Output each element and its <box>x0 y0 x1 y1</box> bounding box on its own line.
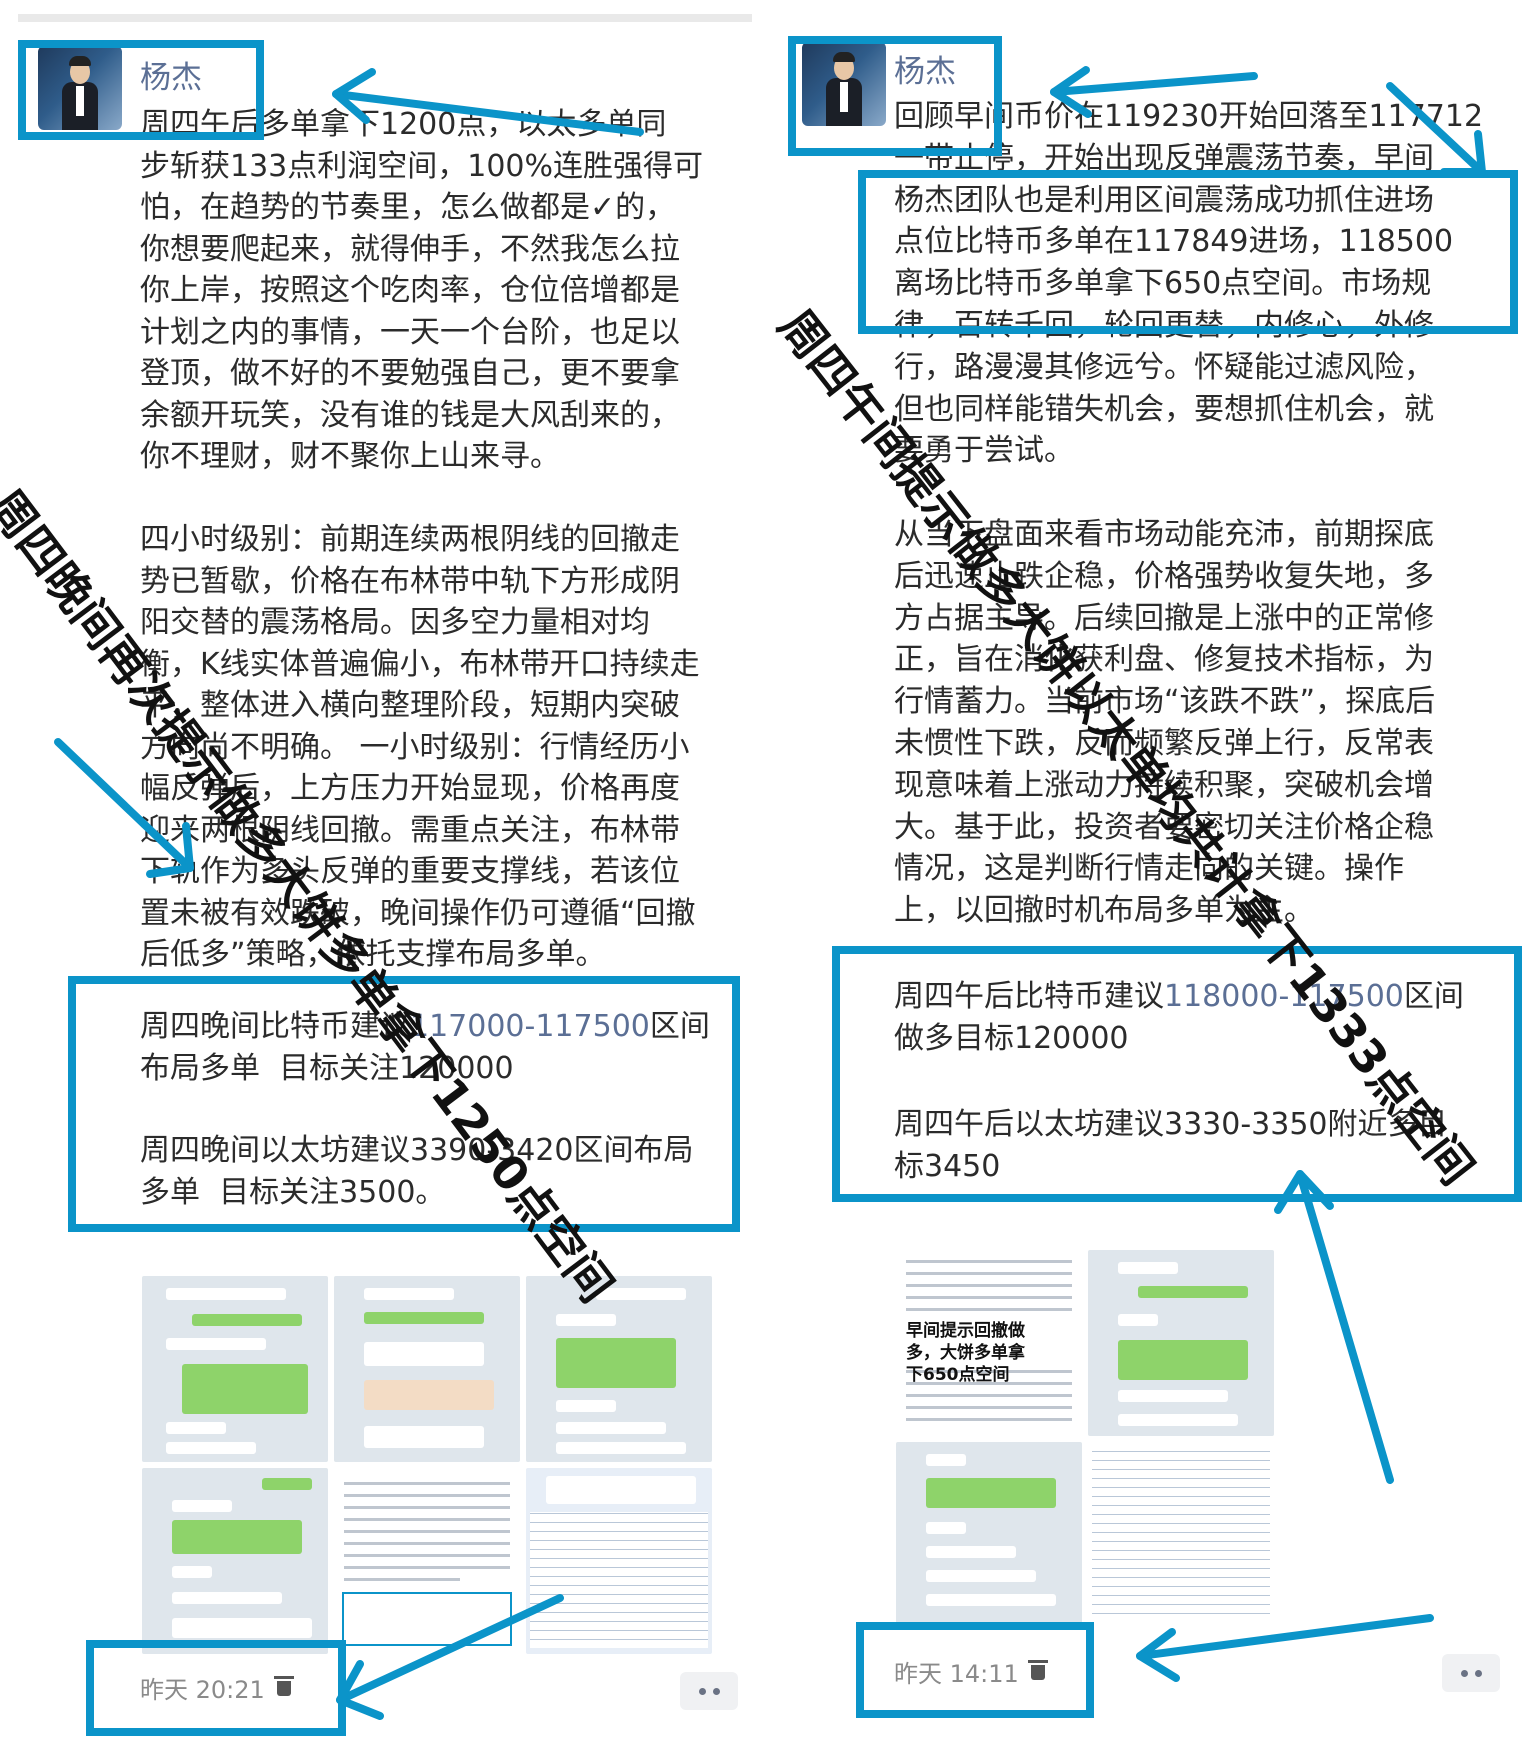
chat-screenshot[interactable] <box>896 1442 1082 1628</box>
highlight-user-box <box>18 40 264 140</box>
more-button[interactable] <box>1442 1654 1500 1692</box>
advice-btc: 周四晚间比特币建议117000-117500区间 布局多单 目标关注120000 <box>140 1006 720 1090</box>
trash-icon[interactable] <box>1028 1660 1048 1680</box>
right-post: 杨杰 回顾早间币价在119230开始回落至117712 一带止停，开始出现反弹震… <box>768 0 1540 1750</box>
highlight-timestamp-box <box>86 1640 346 1736</box>
left-post: 杨杰 周四午后多单拿下1200点，以太多单同 步斩获133点利润空间，100%连… <box>0 14 752 1736</box>
more-dots-icon <box>1461 1670 1468 1677</box>
advice-btc: 周四午后比特币建议118000-117500区间 做多目标120000 <box>894 976 1494 1060</box>
advice-eth: 周四晚间以太坊建议3390-3420区间布局 多单 目标关注3500。 <box>140 1133 694 1210</box>
avatar[interactable] <box>38 46 122 130</box>
timestamp: 昨天 20:21 <box>140 1676 265 1704</box>
advice-btc-range[interactable]: 117000-117500 <box>410 1009 650 1044</box>
analysis-screenshot[interactable] <box>334 1468 520 1654</box>
chat-screenshot[interactable] <box>1088 1250 1274 1436</box>
timestamp: 昨天 14:11 <box>894 1660 1019 1688</box>
user-name[interactable]: 杨杰 <box>140 60 202 96</box>
user-name[interactable]: 杨杰 <box>894 54 956 90</box>
more-button[interactable] <box>680 1672 738 1710</box>
advice-btc-prefix: 周四午后比特币建议 <box>894 979 1164 1014</box>
chat-screenshot[interactable] <box>142 1468 328 1654</box>
advice-btc-prefix: 周四晚间比特币建议 <box>140 1009 410 1044</box>
advice-btc-suffix: 区间 做多目标120000 <box>894 979 1464 1056</box>
highlight-advice-box <box>832 946 1522 1202</box>
image-grid <box>142 1276 712 1654</box>
highlight-advice-box <box>68 976 740 1232</box>
highlight-timestamp-box <box>856 1622 1094 1718</box>
trade-table-screenshot[interactable] <box>526 1468 712 1654</box>
avatar[interactable] <box>802 42 886 126</box>
post-text: 回顾早间币价在119230开始回落至117712 一带止停，开始出现反弹震荡节奏… <box>894 99 1484 929</box>
trash-icon[interactable] <box>274 1676 294 1696</box>
more-dots-icon <box>699 1688 706 1695</box>
highlight-user-box <box>788 36 1002 156</box>
chat-screenshot[interactable] <box>334 1276 520 1462</box>
advice-eth: 周四午后以太坊建议3330-3350附近多目 标3450 <box>894 1107 1448 1184</box>
thumb-overlay-text: 早间提示回撤做 多，大饼多单拿 下650点空间 <box>906 1321 1025 1385</box>
top-divider <box>18 14 752 22</box>
advice-btc-suffix: 区间 布局多单 目标关注120000 <box>140 1009 710 1086</box>
chat-screenshot[interactable] <box>526 1276 712 1462</box>
trade-table-screenshot[interactable] <box>1088 1442 1274 1628</box>
chat-screenshot[interactable] <box>142 1276 328 1462</box>
image-grid: 早间提示回撤做 多，大饼多单拿 下650点空间 <box>896 1250 1280 1628</box>
advice-btc-range[interactable]: 118000-117500 <box>1164 979 1404 1014</box>
analysis-screenshot[interactable]: 早间提示回撤做 多，大饼多单拿 下650点空间 <box>896 1250 1082 1436</box>
highlight-trade-box <box>858 170 1518 334</box>
